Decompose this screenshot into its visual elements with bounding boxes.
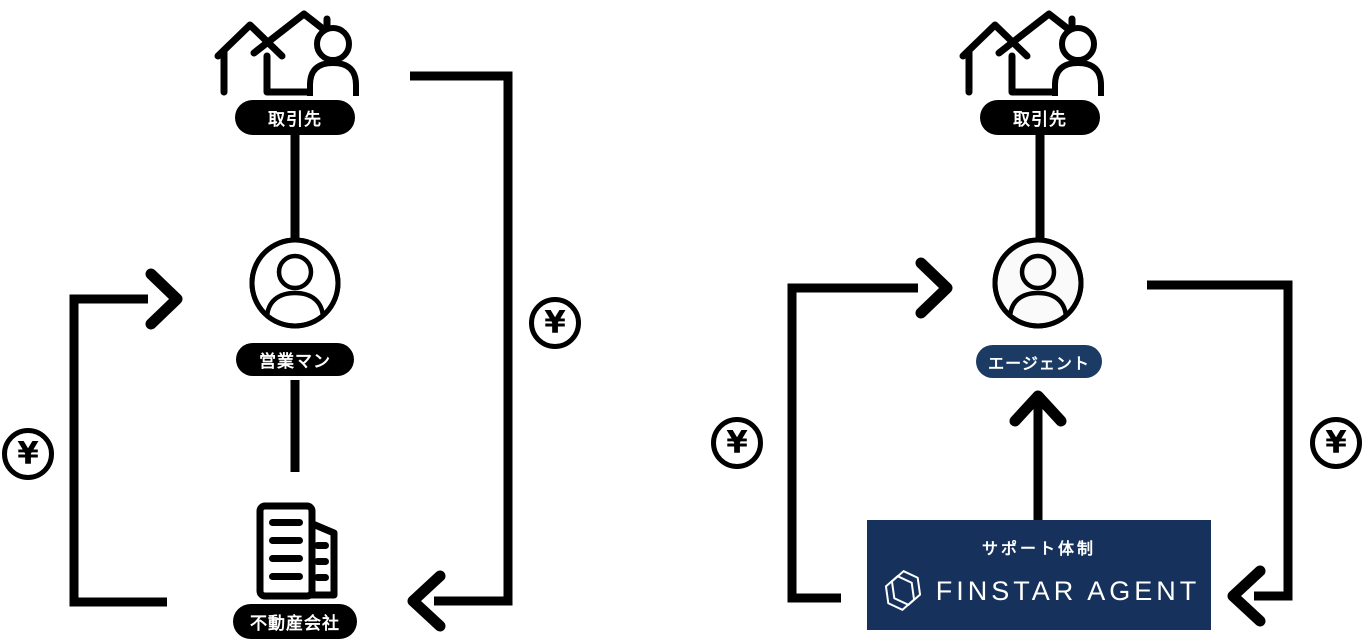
flow-money-to-agent: [787, 283, 918, 603]
person-in-circle-icon: [992, 237, 1084, 329]
yen-icon: ¥: [711, 417, 763, 469]
client-label: 取引先: [1013, 110, 1067, 129]
yen-symbol: ¥: [544, 304, 566, 341]
yen-symbol: ¥: [726, 424, 748, 461]
yen-symbol: ¥: [1325, 424, 1347, 461]
salesman-label-pill: 営業マン: [236, 343, 354, 376]
houses-with-person-icon: [959, 10, 1104, 96]
company-label-pill: 不動産会社: [233, 604, 357, 639]
agent-label-pill: エージェント: [976, 345, 1102, 378]
client-label-pill: 取引先: [235, 100, 355, 135]
company-label: 不動産会社: [250, 614, 340, 633]
houses-with-person-icon: [214, 10, 359, 96]
yen-icon: ¥: [529, 297, 581, 349]
arrowhead-right-icon: [915, 257, 953, 319]
flow-client-to-company: [410, 71, 513, 606]
support-box: サポート体制 FINSTAR AGENT: [867, 520, 1211, 630]
brand-name: FINSTAR AGENT: [935, 575, 1201, 606]
agent-label: エージェント: [988, 355, 1090, 373]
double-hexagon-icon: [884, 570, 921, 612]
arrowhead-left-icon: [1227, 565, 1266, 627]
flow-agent-to-support: [1147, 280, 1293, 601]
client-label: 取引先: [268, 110, 322, 129]
arrowhead-right-icon: [145, 268, 183, 330]
client-label-pill: 取引先: [980, 100, 1100, 135]
salesman-label: 営業マン: [259, 352, 331, 371]
brand-row: FINSTAR AGENT: [878, 570, 1201, 612]
person-in-circle-icon: [249, 237, 341, 329]
yen-icon: ¥: [1310, 417, 1362, 469]
yen-symbol: ¥: [17, 435, 39, 472]
arrowhead-up-icon: [1009, 390, 1067, 427]
flow-company-to-salesman: [69, 294, 167, 607]
arrowhead-left-icon: [407, 570, 446, 632]
support-title: サポート体制: [981, 541, 1096, 558]
yen-icon: ¥: [2, 428, 54, 480]
office-buildings-icon: [256, 502, 338, 600]
